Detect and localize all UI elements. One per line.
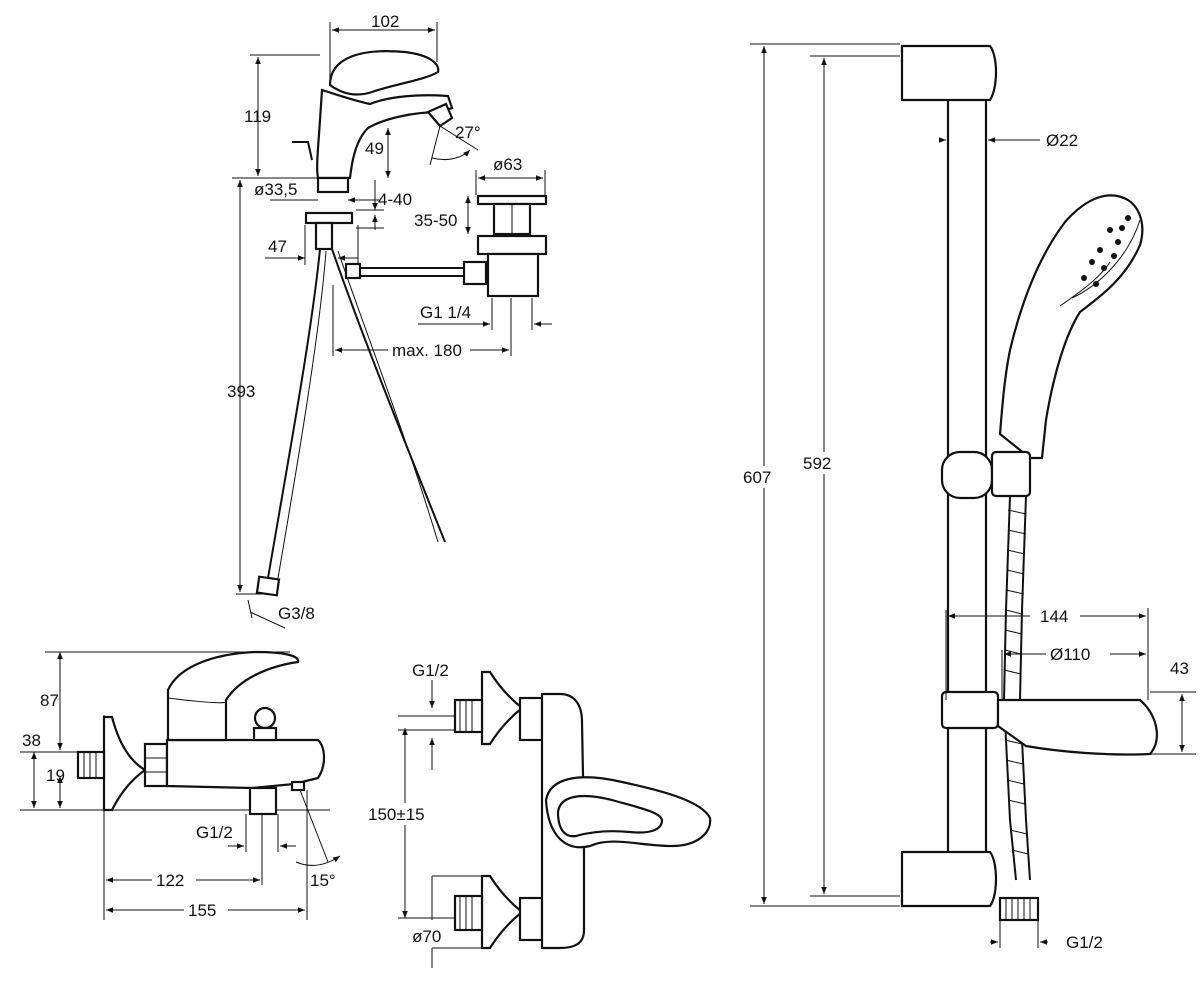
front-centres-label: 150±15: [368, 805, 425, 824]
hose-thread-label: G1/2: [1066, 933, 1103, 952]
waste-rod-distance-label: max. 180: [392, 341, 462, 360]
basin-shank-offset-label: 47: [268, 237, 287, 256]
bath-total-length-label: 155: [188, 901, 216, 920]
hose-coil: [1003, 509, 1029, 855]
bath-mixer-front-drawing: G1/2 150±15 ø70: [365, 661, 712, 968]
waste-diameter-label: ø63: [493, 155, 522, 174]
bath-outlet-thread-label: G1/2: [196, 823, 233, 842]
basin-hose-connection-label: G3/8: [278, 604, 315, 623]
basin-hose-length-label: 393: [227, 382, 255, 401]
handshower-diameter-label: Ø110: [1050, 645, 1090, 664]
pop-up-waste-drawing: ø63 35-50 G1 1/4 max. 180: [332, 155, 552, 360]
bath-body-height-label: 38: [22, 731, 41, 750]
waste-plug-height-label: 35-50: [414, 211, 457, 230]
bath-spout-angle-label: 15°: [310, 871, 336, 890]
rail-projection-label: 144: [1040, 607, 1068, 626]
bath-centre-height-label: 19: [46, 766, 65, 785]
basin-spout-angle-label: 27°: [455, 123, 481, 142]
basin-hole-diameter-label: ø33,5: [254, 180, 297, 199]
holder-height-label: 43: [1170, 659, 1189, 678]
bath-mixer-side-drawing: 87 38 19 G1/2 122 15° 155: [20, 650, 341, 920]
waste-thread-label: G1 1/4: [420, 303, 471, 322]
basin-deck-thickness-label: 4-40: [378, 190, 412, 209]
front-inlet-thread-label: G1/2: [412, 661, 449, 680]
rail-total-height-label: 607: [743, 468, 771, 487]
basin-height-label: 119: [244, 107, 271, 126]
basin-mixer-drawing: 102 119 49 27° ø33,5 4-40 47 393 G3/8: [227, 12, 481, 629]
rail-mount-distance-label: 592: [803, 454, 831, 473]
shower-rail-drawing: 607 592 Ø22 144 Ø110 43 G1/2: [740, 43, 1196, 952]
front-flange-diameter-label: ø70: [412, 927, 441, 946]
basin-outlet-height-label: 49: [365, 139, 384, 158]
bath-outlet-distance-label: 122: [156, 871, 184, 890]
basin-width-label: 102: [371, 12, 399, 31]
handshower-nozzles: [1081, 215, 1131, 287]
rail-diameter-label: Ø22: [1046, 131, 1078, 150]
bath-total-height-label: 87: [40, 691, 59, 710]
